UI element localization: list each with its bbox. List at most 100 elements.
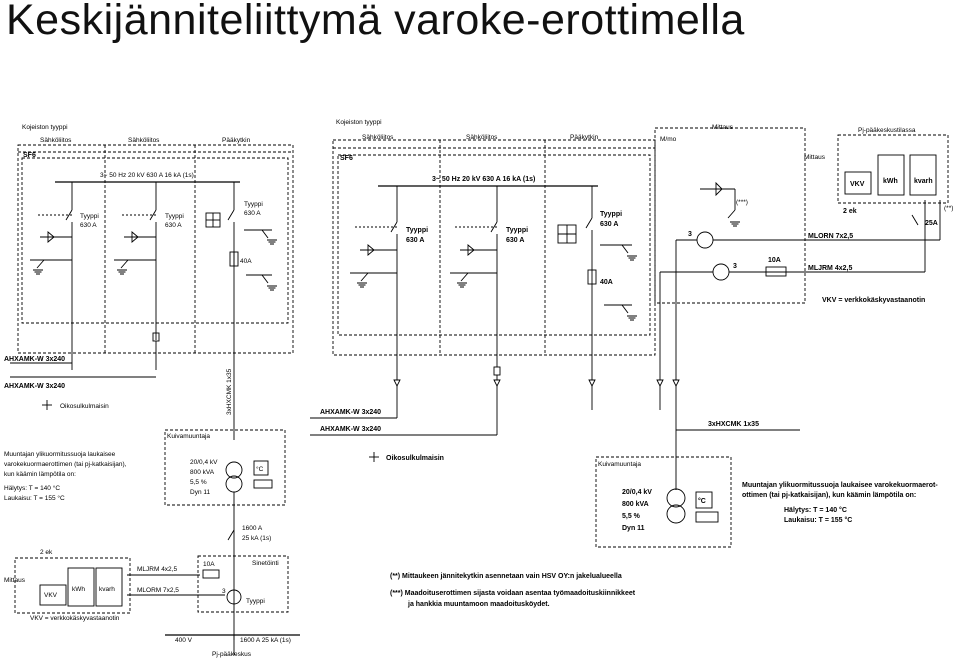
left-sinetointi: Sinetöinti — [252, 560, 279, 567]
left-header-2: Sähköliitos — [128, 137, 160, 144]
left-mljrm: MLJRM 4x2,5 — [137, 566, 177, 573]
right-vkv-def: VKV = verkkokäskyvastaanotin — [822, 297, 925, 304]
left-hxcmk: 3xHXCMK 1x35 — [226, 368, 233, 415]
left-tyyppi-3: Tyyppi — [244, 201, 263, 208]
right-mittaus: Mittaus — [804, 154, 826, 161]
right-kuivamuuntaja: Kuivamuuntaja — [598, 461, 641, 468]
left-tyyppi-3-a: 630 A — [244, 210, 261, 217]
right-header-2: Sähköliitos — [466, 134, 498, 141]
left-tyyppi-2: Tyyppi — [165, 213, 184, 220]
right-kwh: kWh — [883, 178, 898, 185]
right-cable-1: AHXAMK-W 3x240 — [320, 409, 381, 416]
right-three-1: 3 — [688, 231, 692, 238]
left-oikosulku: Oikosulkulmaisin — [60, 403, 109, 410]
right-10a: 10A — [768, 257, 781, 264]
right-oikosulku: Oikosulkulmaisin — [386, 455, 444, 462]
right-tyyppi-1-a: 630 A — [406, 237, 424, 244]
left-tr-pct: 5,5 % — [190, 479, 207, 486]
right-header-1: Sähköliitos — [362, 134, 394, 141]
right-fuse: 40A — [600, 279, 613, 286]
right-kvarh: kvarh — [914, 178, 933, 185]
left-metering-frame — [14, 557, 131, 614]
left-tr-kv: 20/0,4 kV — [190, 459, 218, 466]
right-tyyppi-1: Tyyppi — [406, 227, 428, 234]
right-tyyppi-2-a: 630 A — [506, 237, 524, 244]
left-tr-dyn: Dyn 11 — [190, 489, 210, 496]
right-mmo: M/mo — [660, 136, 677, 143]
left-note-3: kun käämin lämpötila on: — [4, 471, 76, 478]
left-note-4: Hälytys: T = 140 °C — [4, 484, 60, 492]
left-lv-a: 1600 A — [242, 525, 263, 532]
left-diagram: AHXAMK-W 3x240 AHXAMK-W 3x240 — [4, 144, 300, 655]
footnote-1: (**) Mittaukeen jännitekytkin asennetaan… — [390, 573, 622, 580]
left-three: 3 — [222, 588, 226, 595]
footnote-3: ja hankkia muuntamoon maadoitusköydet. — [407, 601, 550, 608]
right-note-1: Muuntajan ylikuormitussuoja laukaisee va… — [742, 482, 938, 489]
right-tr-kv: 20/0,4 kV — [622, 489, 652, 496]
right-cable-2: AHXAMK-W 3x240 — [320, 426, 381, 433]
right-tr-dyn: Dyn 11 — [622, 525, 645, 532]
right-three-2: 3 — [733, 263, 737, 270]
right-note-2: ottimen (tai pj-katkaisijan), kun käämin… — [742, 492, 916, 499]
left-kuivamuuntaja: Kuivamuuntaja — [167, 433, 210, 440]
left-busbar: 3~ 50 Hz 20 kV 630 A 16 kA (1s) — [100, 172, 194, 179]
left-note-1: Muuntajan ylikuormitussuoja laukaisee — [4, 451, 116, 458]
left-ct-frame — [197, 555, 289, 613]
right-hxcmk: 3xHXCMK 1x35 — [708, 421, 759, 428]
left-labels: Kojeiston tyyppi Sähköliitos Sähköliitos… — [4, 124, 291, 658]
right-note-4: Hälytys: T = 140 °C — [784, 506, 847, 514]
left-vkv: VKV — [44, 592, 58, 599]
right-sf6: SF6 — [340, 155, 353, 162]
left-temp: °C — [256, 465, 264, 473]
right-metering-frame — [837, 134, 949, 204]
right-temp: °C — [698, 497, 706, 505]
left-panel-type: Kojeiston tyyppi — [22, 124, 68, 131]
right-panel-type: Kojeiston tyyppi — [336, 119, 382, 126]
left-note-2: varokekuormaerottimen (tai pj-katkaisija… — [4, 461, 127, 468]
left-header-1: Sähköliitos — [40, 137, 72, 144]
slide-title: Keskijänniteliittymä varoke-erottimella — [6, 0, 745, 44]
left-header-3: Pääkytkin — [222, 137, 251, 144]
left-pj-paakeskus: Pj-pääkeskus — [212, 651, 252, 658]
right-tr-kva: 800 kVA — [622, 501, 649, 508]
right-header-3: Pääkytkin — [570, 134, 599, 141]
left-lv-ka: 25 kA (1s) — [242, 535, 271, 542]
left-lv-rating: 1600 A 25 kA (1s) — [240, 637, 291, 644]
right-two-ek: 2 ek — [843, 208, 857, 215]
right-star-mark: (***) — [736, 199, 748, 206]
right-tyyppi-3: Tyyppi — [600, 211, 622, 218]
right-mljrm: MLJRM 4x2,5 — [808, 265, 852, 272]
right-busbar: 3~ 50 Hz 20 kV 630 A 16 kA (1s) — [432, 176, 535, 183]
footnote-2: (***) Maadoituserottimen sijasta voidaan… — [390, 590, 636, 597]
left-tyyppi-2-a: 630 A — [165, 222, 182, 229]
right-switchgear-frame — [332, 139, 656, 356]
left-tyyppi-ct: Tyyppi — [246, 598, 265, 605]
left-switchgear-frame — [17, 144, 294, 354]
right-mittaus-top: Mittaus — [712, 124, 734, 131]
right-note-5: Laukaisu: T = 155 °C — [784, 516, 852, 524]
left-400v: 400 V — [175, 637, 193, 644]
right-labels: Kojeiston tyyppi Sähköliitos Sähköliitos… — [320, 119, 953, 608]
right-star-mark-2: (**) — [944, 205, 953, 212]
right-diagram — [310, 127, 949, 548]
right-pj-title: Pj-pääkeskustilassa — [858, 127, 916, 134]
right-tyyppi-2: Tyyppi — [506, 227, 528, 234]
left-tyyppi-1: Tyyppi — [80, 213, 99, 220]
left-fuse: 40A — [240, 258, 252, 265]
left-mlorm: MLORM 7x2,5 — [137, 587, 179, 594]
left-cable-2: AHXAMK-W 3x240 — [4, 383, 65, 390]
left-tyyppi-1-a: 630 A — [80, 222, 97, 229]
right-transformer-frame — [595, 456, 732, 548]
left-kwh: kWh — [72, 586, 85, 593]
left-10a: 10A — [203, 561, 215, 568]
left-sf6: SF6 — [23, 152, 36, 159]
left-transformer-frame — [164, 429, 286, 506]
left-tr-kva: 800 kVA — [190, 469, 215, 476]
right-tr-pct: 5,5 % — [622, 513, 641, 520]
left-vkv-def: VKV = verkkokäskyvastaanotin — [30, 615, 120, 622]
left-two-ek: 2 ek — [40, 549, 53, 556]
right-25a: 25A — [925, 220, 938, 227]
left-note-5: Laukaisu: T = 155 °C — [4, 494, 65, 502]
left-cable-1: AHXAMK-W 3x240 — [4, 356, 65, 363]
